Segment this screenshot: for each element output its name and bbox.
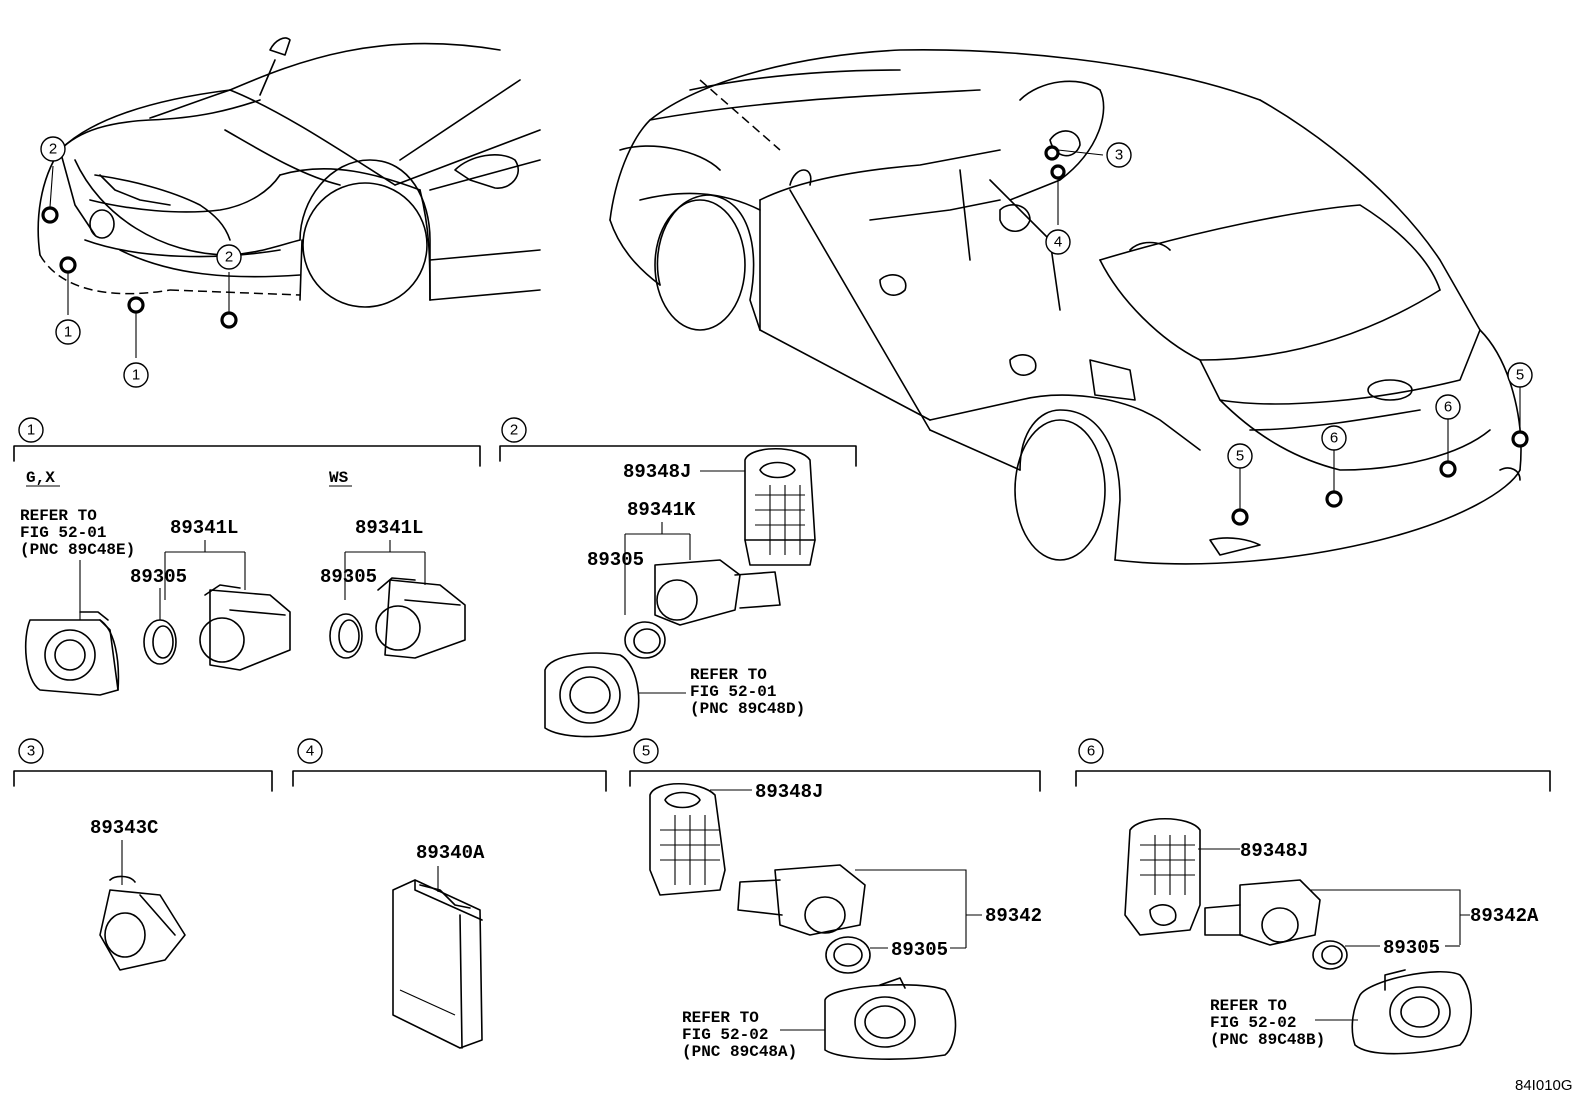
- svg-text:5: 5: [1236, 448, 1244, 465]
- ring-89305-s6: [1312, 940, 1348, 970]
- svg-text:3: 3: [1115, 147, 1123, 164]
- svg-text:1: 1: [64, 324, 72, 341]
- part-89305-ws: 89305: [320, 566, 377, 588]
- sensor-89342A: [1204, 879, 1321, 946]
- part-89341L-ws: 89341L: [355, 517, 423, 539]
- diagram-code: 84I010G: [1515, 1077, 1573, 1094]
- part-89341K: 89341K: [627, 499, 696, 521]
- section-4-number: 4: [306, 743, 314, 760]
- part-89305-gx: 89305: [130, 566, 187, 588]
- refer-to-text-s6: REFER TO: [1210, 997, 1287, 1015]
- section-6: 6 89348J 89342A 89305 REFE: [1075, 738, 1551, 1055]
- part-89305-s2: 89305: [587, 549, 644, 571]
- svg-text:2: 2: [225, 249, 233, 266]
- bezel-89c48b: [1351, 969, 1473, 1055]
- sensor-89341L-gx: [199, 584, 291, 671]
- fig-52-02-text-s5: FIG 52-02: [682, 1026, 768, 1044]
- part-89342: 89342: [985, 905, 1042, 927]
- svg-text:6: 6: [1330, 430, 1338, 447]
- pnc-89c48a-text: (PNC 89C48A): [682, 1043, 797, 1061]
- section-1-number: 1: [27, 422, 35, 439]
- part-89348J-s5: 89348J: [755, 781, 823, 803]
- fig-52-01-text-s2: FIG 52-01: [690, 683, 776, 701]
- fig-52-02-text-s6: FIG 52-02: [1210, 1014, 1296, 1032]
- section-3-number: 3: [27, 743, 35, 760]
- pnc-89c48d-text: (PNC 89C48D): [690, 700, 805, 718]
- switch-89343C: [99, 875, 186, 971]
- section-5: 5 89348J 89342 89305 REFER TO: [629, 738, 1042, 1061]
- bracket-89348J-s5: [649, 782, 726, 896]
- section-2-number: 2: [510, 422, 518, 439]
- section-5-number: 5: [642, 743, 650, 760]
- section-3: 3 89343C: [13, 738, 273, 971]
- sensor-89341K: [654, 559, 781, 626]
- bracket-89348J-s6: [1124, 817, 1201, 936]
- sensor-89342: [737, 864, 866, 936]
- svg-text:4: 4: [1054, 234, 1062, 251]
- pnc-89c48b-text: (PNC 89C48B): [1210, 1031, 1325, 1049]
- section-4: 4 89340A: [292, 738, 607, 1049]
- ring-89305-ws: [329, 613, 363, 659]
- refer-to-text: REFER TO: [20, 507, 97, 525]
- part-89340A: 89340A: [416, 842, 485, 864]
- part-89305-s5: 89305: [891, 939, 948, 961]
- refer-to-text-s2: REFER TO: [690, 666, 767, 684]
- ring-89305-gx: [143, 619, 177, 665]
- part-89348J-s6: 89348J: [1240, 840, 1308, 862]
- svg-text:6: 6: [1444, 399, 1452, 416]
- pnc-89c48e-text: (PNC 89C48E): [20, 541, 135, 559]
- part-89305-s6: 89305: [1383, 937, 1440, 959]
- part-89342A: 89342A: [1470, 905, 1539, 927]
- svg-text:5: 5: [1516, 367, 1524, 384]
- part-89348J-s2: 89348J: [623, 461, 691, 483]
- front-car-illustration: 2 1 1 2: [37, 37, 541, 388]
- variant-gx-label: G,X: [26, 469, 55, 487]
- rear-car-illustration: 3 4 5 6 6 5: [609, 49, 1533, 565]
- svg-text:1: 1: [132, 367, 140, 384]
- bezel-89c48e: [24, 611, 120, 696]
- fig-52-01-text: FIG 52-01: [20, 524, 106, 542]
- ring-89305-s5: [825, 936, 871, 974]
- svg-text:2: 2: [49, 141, 57, 158]
- bracket-89348J-s2: [744, 447, 816, 566]
- ring-89305-s2: [624, 621, 666, 659]
- section-6-number: 6: [1087, 743, 1095, 760]
- part-89343C: 89343C: [90, 817, 158, 839]
- bezel-89c48d: [544, 652, 640, 738]
- refer-to-text-s5: REFER TO: [682, 1009, 759, 1027]
- bezel-89c48a: [824, 977, 957, 1060]
- ecu-89340A: [392, 879, 483, 1049]
- variant-ws-label: WS: [329, 469, 349, 487]
- part-89341L-gx: 89341L: [170, 517, 238, 539]
- section-2: 2 89348J 89341K 89305 REFER TO FIG: [499, 417, 857, 738]
- section-1: 1 G,X WS REFER TO FIG 52-01 (PNC 89C48E)…: [13, 417, 481, 696]
- sensor-89341L-ws: [375, 577, 466, 659]
